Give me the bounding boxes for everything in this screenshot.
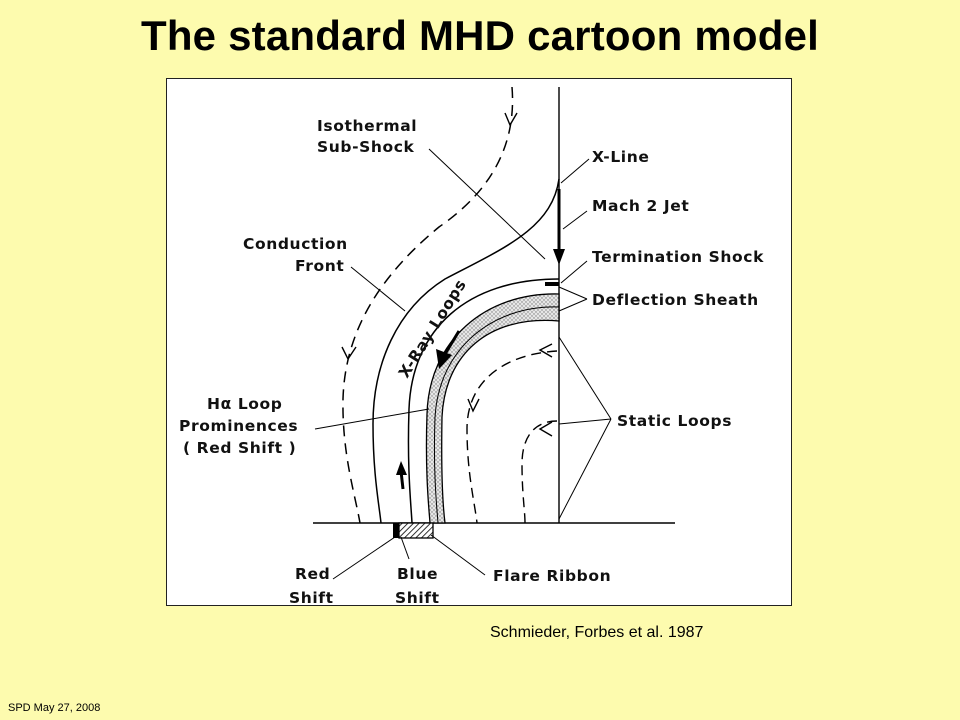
- label-subshock: Sub-Shock: [317, 138, 415, 156]
- leader-flare: [430, 534, 486, 576]
- label-x-line: X-Line: [592, 148, 649, 166]
- leader-xline: [560, 158, 590, 184]
- leader-isothermal: [428, 148, 546, 260]
- leader-termination: [560, 260, 588, 284]
- leader-lines: [314, 148, 612, 580]
- red-shift-ribbon: [393, 523, 399, 538]
- label-front: Front: [295, 257, 344, 275]
- footer-date: SPD May 27, 2008: [8, 702, 101, 714]
- label-deflection-sheath: Deflection Sheath: [592, 291, 759, 309]
- label-red-shift: Shift: [289, 589, 334, 607]
- leader-blue: [400, 536, 410, 560]
- leader-deflection: [558, 286, 588, 312]
- leader-static: [558, 336, 612, 520]
- label-prominences: Prominences: [179, 417, 298, 435]
- mhd-diagram: Isothermal Sub-Shock X-Line Mach 2 Jet T…: [179, 86, 764, 607]
- citation: Schmieder, Forbes et al. 1987: [490, 624, 704, 641]
- label-conduction: Conduction: [243, 235, 348, 253]
- label-mach-jet: Mach 2 Jet: [592, 197, 689, 215]
- arrow-head: [538, 343, 553, 358]
- label-xray-loops: X-Ray Loops: [395, 276, 470, 381]
- label-blue-shift: Shift: [395, 589, 440, 607]
- arrow-head: [467, 398, 480, 413]
- arrow-head: [436, 349, 452, 369]
- static-loop-dashed-1: [466, 350, 558, 524]
- xray-loop-boundary: [407, 278, 560, 524]
- label-halpha-loop: Hα Loop: [207, 395, 283, 413]
- arrow-head: [396, 461, 407, 475]
- arrow-head: [341, 346, 357, 361]
- label-red: Red: [295, 565, 330, 583]
- label-red-shift-paren: ( Red Shift ): [183, 439, 296, 457]
- blue-shift-ribbon: [398, 522, 434, 539]
- label-flare-ribbon: Flare Ribbon: [493, 567, 611, 585]
- leader-conduction: [350, 266, 406, 312]
- conduction-front-line: [372, 178, 560, 524]
- label-static-loops: Static Loops: [617, 412, 732, 430]
- halpha-loop-band: [425, 293, 560, 524]
- leader-red: [332, 536, 396, 580]
- leader-machjet: [562, 210, 588, 230]
- mhd-cartoon-figure: Isothermal Sub-Shock X-Line Mach 2 Jet T…: [166, 78, 792, 607]
- slide-title: The standard MHD cartoon model: [140, 12, 820, 59]
- arrow-head: [553, 249, 565, 265]
- label-termination-shock: Termination Shock: [592, 248, 764, 266]
- label-blue: Blue: [397, 565, 438, 583]
- deflection-sheath-line: [433, 306, 560, 524]
- arrow-head: [504, 112, 518, 127]
- arrow-head: [538, 421, 553, 437]
- leader-halpha: [314, 408, 430, 430]
- outer-dashed-field-line: [342, 86, 514, 524]
- label-isothermal: Isothermal: [317, 117, 417, 135]
